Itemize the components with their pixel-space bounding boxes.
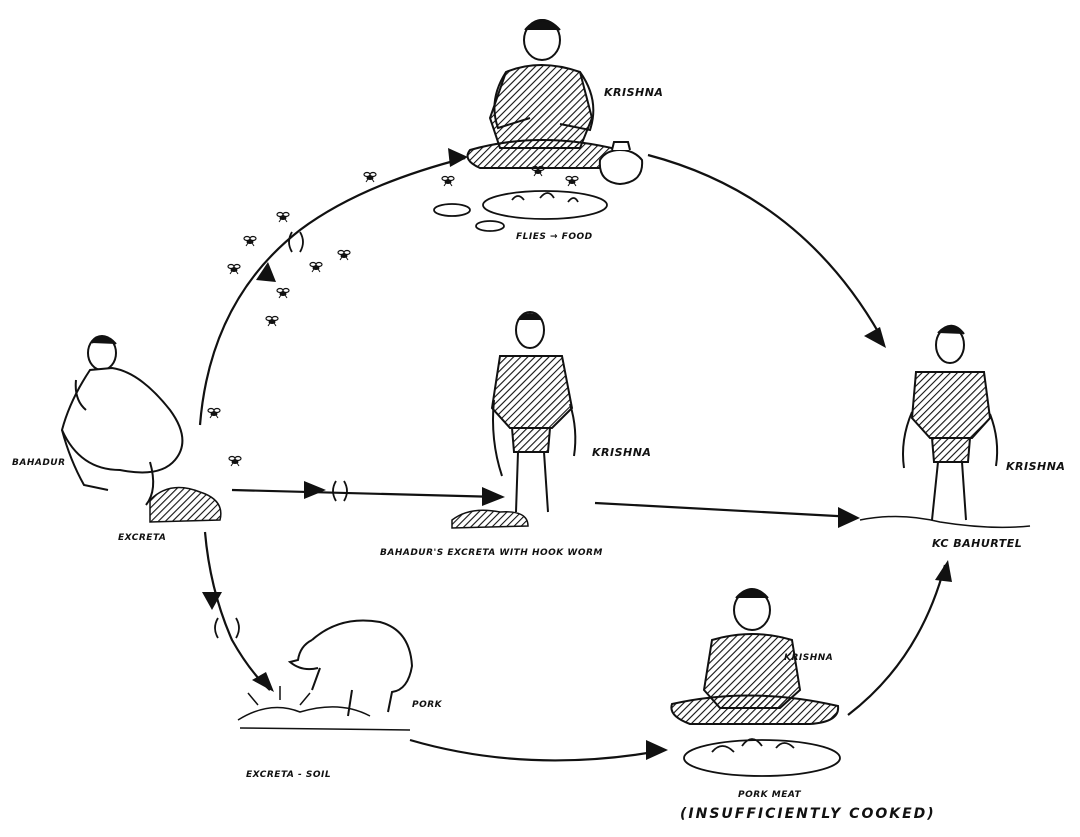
arrowhead-icon	[838, 507, 860, 528]
arrowhead-icon	[482, 487, 505, 506]
label-krishna-top: KRISHNA	[604, 86, 663, 99]
fly-icon	[364, 173, 376, 183]
worm-egg-icon	[333, 481, 347, 501]
arrow-path-flies	[200, 158, 465, 425]
arrow-path-pork-meat-to-bahurtel	[848, 565, 945, 715]
ground-line	[860, 516, 1030, 527]
hookworm-excreta-pile	[452, 510, 528, 528]
fly-icon	[208, 409, 220, 419]
arrowhead-icon	[256, 262, 276, 282]
label-excreta: EXCRETA	[118, 533, 166, 543]
arrow-path-soil-to-pork-meat	[410, 740, 665, 760]
arrow-path-hookworm-to-bahurtel	[595, 503, 855, 517]
arrow-path-excreta-to-soil	[205, 532, 270, 690]
label-krishna-middle: KRISHNA	[592, 446, 651, 459]
fly-icon	[277, 289, 289, 299]
fly-icon	[266, 317, 278, 327]
label-flies-food: FLIES → FOOD	[516, 232, 593, 242]
label-bahurtel: KC BAHURTEL	[932, 537, 1022, 550]
label-excreta-soil: EXCRETA - SOIL	[246, 770, 331, 780]
label-krishna-right: KRISHNA	[1006, 460, 1065, 473]
fly-icon	[442, 177, 454, 187]
arrowhead-icon	[864, 327, 886, 348]
food-plate-icon	[684, 739, 840, 776]
label-pork: PORK	[412, 700, 442, 710]
arrow-path-food-to-bahurtel	[648, 155, 880, 335]
fly-icon	[244, 237, 256, 247]
fly-icon	[310, 263, 322, 273]
excreta-pile	[150, 488, 221, 523]
krishna-eating-figure	[468, 20, 623, 168]
food-plate-icon	[483, 191, 607, 219]
fly-icon	[338, 251, 350, 261]
bahadur-squatting-figure	[62, 336, 182, 505]
fly-icon	[228, 265, 240, 275]
label-insufficiently-cooked: (INSUFFICIENTLY COOKED)	[680, 806, 936, 822]
krishna-sick-figure	[903, 326, 997, 520]
worm-egg-icon	[289, 232, 303, 252]
krishna-standing-figure	[492, 312, 575, 512]
fly-icon	[277, 213, 289, 223]
label-pork-meat: PORK MEAT	[738, 790, 801, 800]
arrowhead-icon	[304, 481, 326, 499]
arrowhead-icon	[646, 740, 668, 760]
label-bahadur: BAHADUR	[12, 458, 66, 468]
arrow-path-excreta-to-hookworm	[232, 490, 500, 497]
label-bahadurs-excreta: BAHADUR'S EXCRETA WITH HOOK WORM	[380, 548, 603, 558]
arrowhead-icon	[448, 148, 468, 167]
arrowhead-icon	[935, 560, 952, 582]
fly-icon	[566, 177, 578, 187]
fly-icon	[229, 457, 241, 467]
label-krishna-bottom: KRISHNA	[784, 653, 833, 663]
pig-icon	[290, 620, 412, 716]
